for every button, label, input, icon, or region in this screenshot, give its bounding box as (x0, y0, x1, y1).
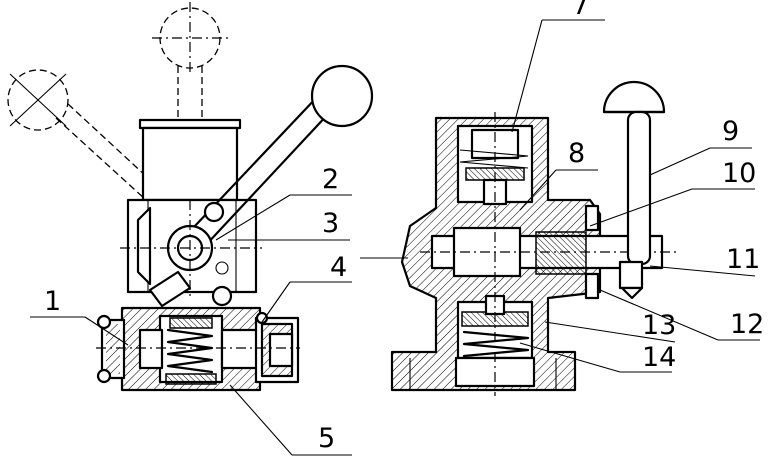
callout-3: 3 (322, 208, 339, 239)
left-view (7, 2, 374, 392)
leader-lines (30, 19, 760, 456)
callout-12: 12 (730, 309, 764, 340)
handle-right (602, 80, 666, 300)
spring-left (165, 317, 217, 385)
callout-labels: 1 2 3 4 5 7 8 9 10 11 12 13 14 (44, 0, 764, 454)
lever-handle (174, 64, 374, 264)
upper-body (141, 126, 239, 202)
callout-10: 10 (722, 158, 756, 189)
inlet-fitting (96, 314, 126, 384)
callout-4: 4 (330, 252, 347, 283)
right-view (390, 80, 680, 396)
callout-5: 5 (318, 423, 335, 454)
outlet-fitting (254, 311, 300, 384)
top-cap (138, 118, 242, 130)
callout-1: 1 (44, 286, 61, 317)
callout-7: 7 (572, 0, 589, 21)
callout-14: 14 (642, 342, 676, 373)
callout-13: 13 (642, 310, 676, 341)
callout-11: 11 (726, 244, 760, 275)
callout-8: 8 (568, 138, 585, 169)
callout-9: 9 (722, 116, 739, 147)
callout-2: 2 (322, 164, 339, 195)
